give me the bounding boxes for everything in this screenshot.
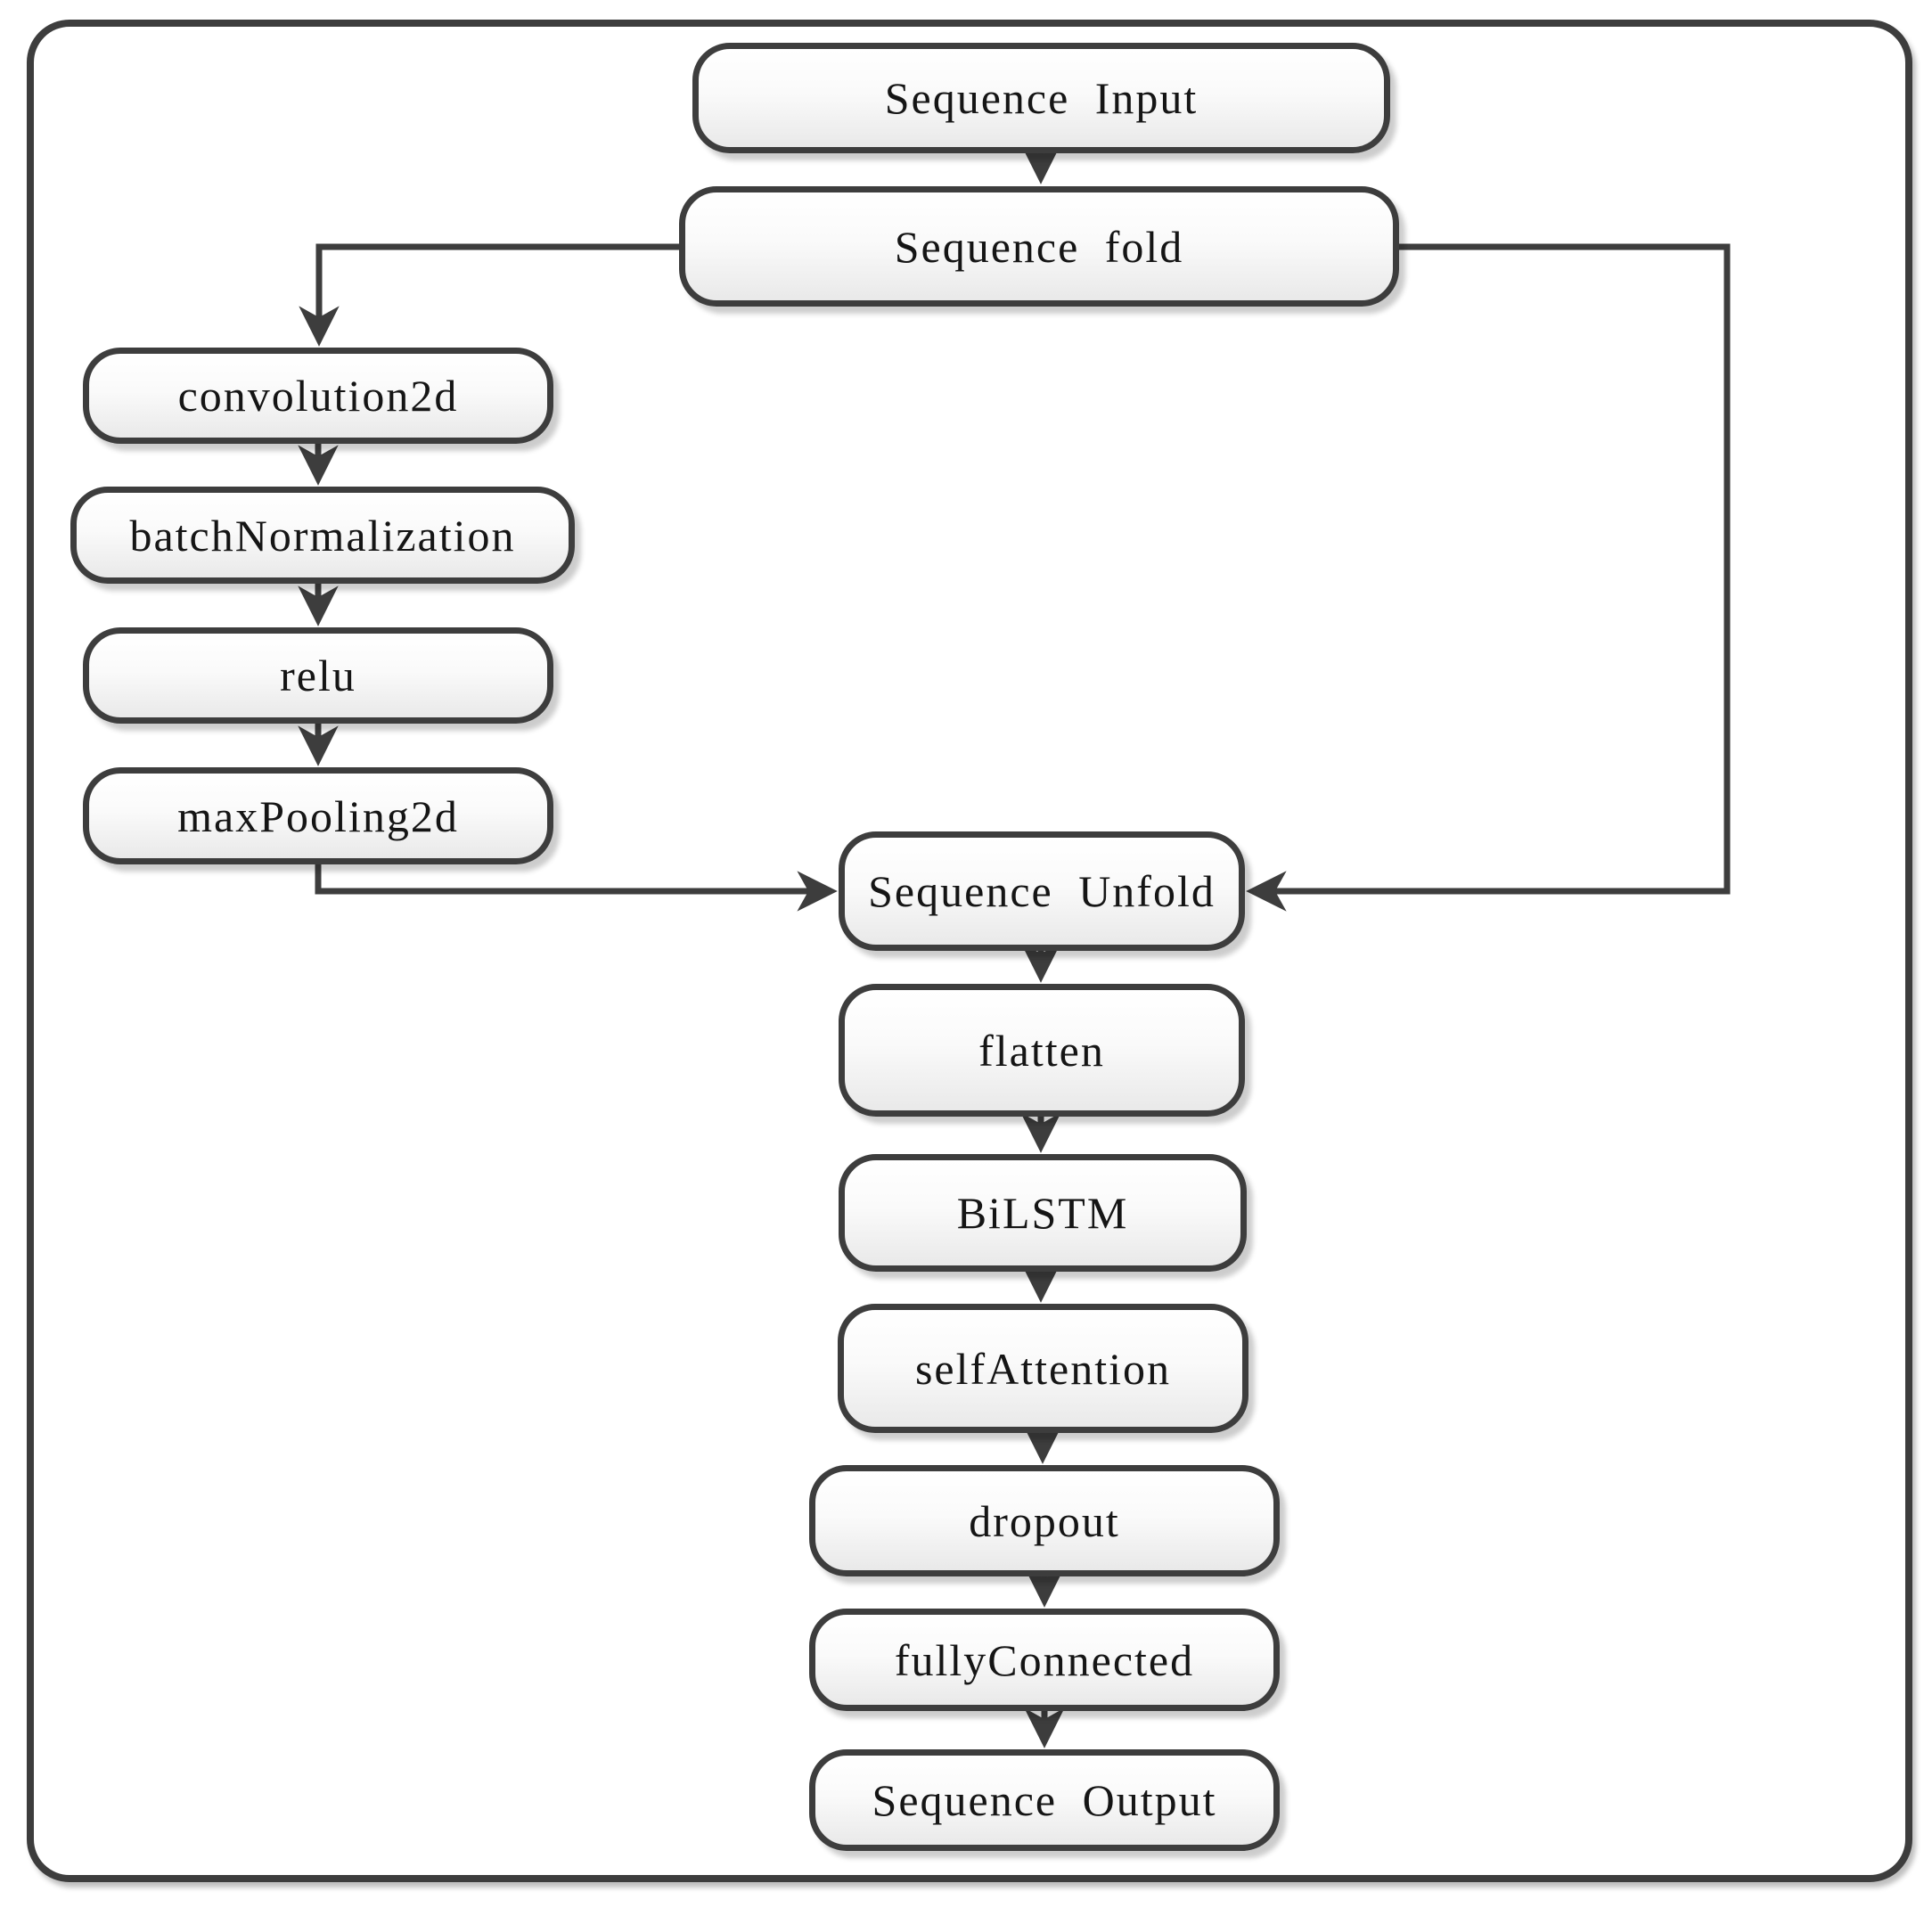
node-dropout: dropout — [809, 1465, 1280, 1576]
node-bilstm: BiLSTM — [839, 1154, 1247, 1272]
node-flatten: flatten — [839, 984, 1245, 1117]
node-max-pooling2d: maxPooling2d — [83, 767, 553, 864]
node-batch-normalization: batchNormalization — [70, 487, 575, 584]
node-sequence-input: Sequence Input — [692, 43, 1390, 153]
node-fully-connected: fullyConnected — [809, 1609, 1280, 1711]
node-convolution2d: convolution2d — [83, 348, 553, 444]
node-self-attention: selfAttention — [838, 1304, 1248, 1433]
node-sequence-output: Sequence Output — [809, 1749, 1280, 1851]
node-sequence-unfold: Sequence Unfold — [839, 831, 1245, 951]
node-relu: relu — [83, 627, 553, 724]
node-sequence-fold: Sequence fold — [679, 186, 1399, 307]
